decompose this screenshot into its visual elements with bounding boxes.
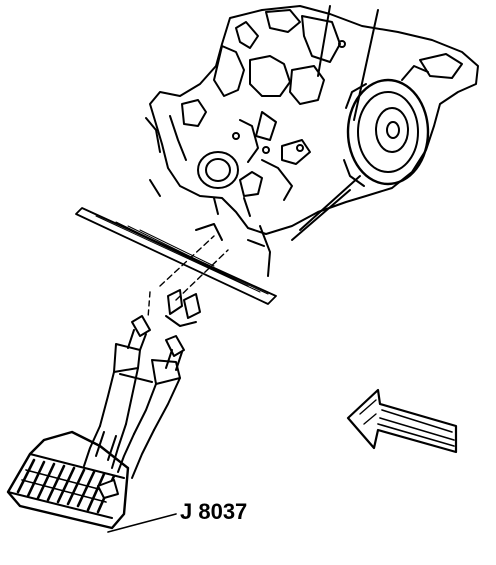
slide-hammer-weight [6,430,130,530]
puller-tool-body [83,315,185,479]
tool-callout-label: J 8037 [180,499,247,524]
seal-spring [165,289,201,327]
engine-bracket-assembly [145,5,479,241]
direction-arrow [346,388,458,454]
tool-callout-leader [107,513,177,533]
shaft-center-line [147,235,229,319]
gasket-plate [75,207,277,305]
